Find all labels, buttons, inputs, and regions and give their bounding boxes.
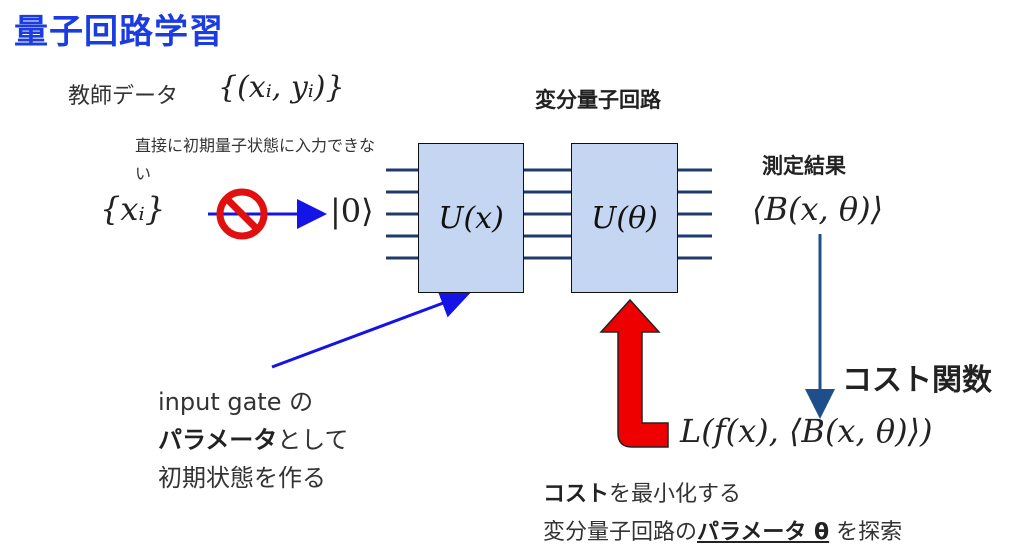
parameter-theta-underlined: パラメータ θ bbox=[697, 520, 830, 545]
initial-state-ket: |0⟩ bbox=[330, 192, 374, 230]
variational-circuit-heading: 変分量子回路 bbox=[535, 88, 661, 112]
cost-bold-text: コスト bbox=[543, 482, 610, 507]
input-gate-note: input gate の パラメータとして 初期状態を作る bbox=[158, 383, 349, 497]
cost-function-formula: L(f(x), ⟨B(x, θ)⟩) bbox=[680, 412, 933, 450]
no-direct-input-note: 直接に初期量子状態に入力できない bbox=[135, 136, 376, 183]
feedback-arrow-shape bbox=[599, 298, 669, 448]
page-title: 量子回路学習 bbox=[14, 12, 224, 52]
prohibited-sign-icon bbox=[216, 188, 268, 240]
input-gate-note-line3: 初期状態を作る bbox=[158, 464, 326, 492]
parameter-bold-text: パラメータ bbox=[158, 426, 278, 454]
input-gate-note-line2: パラメータとして bbox=[158, 421, 349, 459]
wires-middle bbox=[524, 168, 571, 260]
minimize-note-line1: コストを最小化する bbox=[543, 476, 902, 514]
teacher-data-label: 教師データ bbox=[68, 84, 179, 109]
minimize-note-line1-rest: を最小化する bbox=[609, 482, 742, 507]
measurement-heading: 測定結果 bbox=[762, 154, 846, 178]
input-gate-note-line2-rest: として bbox=[277, 426, 349, 454]
minimize-cost-note: コストを最小化する 変分量子回路のパラメータ θ を探索 bbox=[543, 476, 902, 552]
cost-function-heading: コスト関数 bbox=[842, 363, 992, 398]
teacher-data-formula: {(xᵢ, yᵢ)} bbox=[218, 70, 345, 105]
gate-utheta: U(θ) bbox=[571, 143, 678, 293]
input-data-set: {xᵢ} bbox=[100, 190, 166, 228]
input-gate-note-line1: input gate の bbox=[158, 388, 314, 416]
gate-utheta-label: U(θ) bbox=[591, 200, 658, 236]
gate-ux-label: U(x) bbox=[438, 200, 504, 236]
wires-left bbox=[386, 168, 418, 260]
input-gate-arrow bbox=[271, 289, 471, 369]
minimize-note-line2: 変分量子回路のパラメータ θ を探索 bbox=[543, 514, 902, 552]
wires-right bbox=[678, 168, 712, 260]
gate-ux: U(x) bbox=[418, 143, 524, 293]
minimize-note-line2-start: 変分量子回路の bbox=[543, 520, 698, 545]
measurement-formula: ⟨B(x, θ)⟩ bbox=[752, 190, 884, 228]
minimize-note-line2-end: を探索 bbox=[829, 520, 903, 545]
